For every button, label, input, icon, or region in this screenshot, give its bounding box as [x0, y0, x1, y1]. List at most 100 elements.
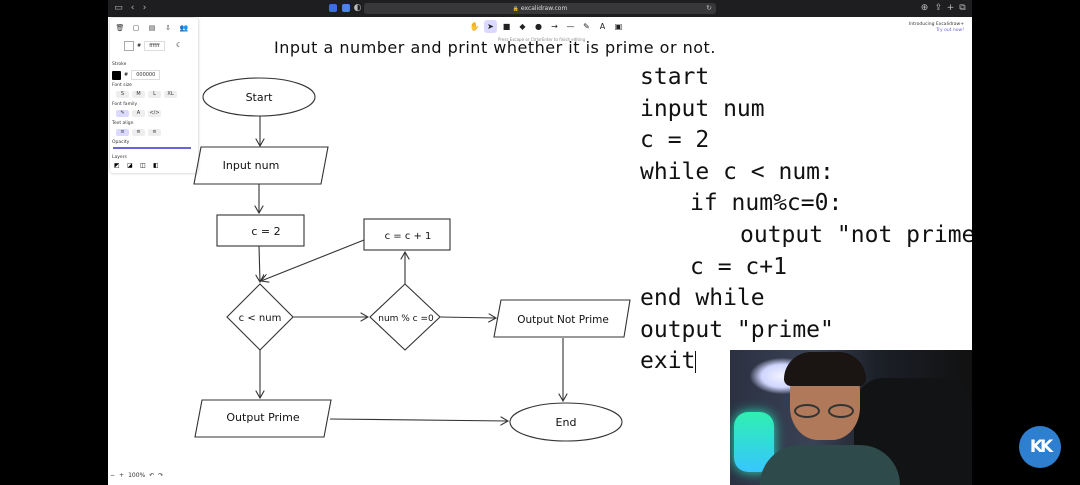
share-icon[interactable]: ⇪	[934, 3, 943, 13]
pseudocode-block[interactable]: start input num c = 2 while c < num: if …	[640, 62, 972, 378]
init-rect[interactable]	[216, 214, 305, 247]
font-family-options: ✎A</>	[116, 110, 161, 117]
stroke-color-swatch[interactable]	[112, 70, 121, 80]
tab-favicon-icon[interactable]	[342, 4, 350, 12]
arrow-tool-icon[interactable]: →	[551, 22, 558, 31]
font-family-label: Font family	[112, 102, 138, 107]
font-size-option[interactable]: S	[116, 91, 129, 98]
text-align-label: Text align	[112, 121, 134, 126]
init-label: c = 2	[251, 225, 280, 238]
stroke-hex-input[interactable]: 000000	[131, 70, 161, 80]
stroke-label: Stroke	[112, 62, 127, 67]
back-icon[interactable]: ‹	[130, 3, 135, 13]
modcheck-diamond[interactable]	[369, 283, 441, 351]
font-family-option[interactable]: ✎	[116, 110, 129, 117]
background-swatch[interactable]	[124, 41, 134, 51]
text-align-option[interactable]: ≡	[148, 129, 161, 136]
background-hex-input[interactable]: ffffff	[144, 41, 165, 51]
font-size-label: Font size	[112, 83, 132, 88]
end-ellipse[interactable]	[509, 402, 623, 442]
reload-icon[interactable]: ↻	[706, 4, 712, 12]
font-family-option[interactable]: A	[132, 110, 145, 117]
new-tab-icon[interactable]: +	[946, 3, 955, 13]
address-bar[interactable]: 🔒excalidraw.com ↻	[364, 3, 716, 14]
person-shirt	[760, 445, 900, 485]
start-ellipse[interactable]	[202, 77, 316, 117]
text-tool-icon[interactable]: A	[599, 22, 606, 31]
code-line: c = 2	[640, 127, 710, 154]
person-hair	[784, 352, 866, 386]
opacity-label: Opacity	[112, 140, 130, 145]
increment-label: c = c + 1	[385, 231, 432, 242]
collaborate-icon[interactable]: 👥	[179, 24, 189, 32]
zoom-level[interactable]: 100%	[128, 472, 146, 479]
webcam-overlay	[730, 350, 972, 485]
code-line: if num%c=0:	[690, 190, 843, 217]
prime-label: Output Prime	[226, 411, 299, 424]
browser-toolbar: ▭ ‹ › ◐ 🔒excalidraw.com ↻ ⊕ ⇪ + ⧉	[108, 0, 972, 17]
lock-icon: 🔒	[512, 6, 519, 12]
shield-icon[interactable]: ◐	[353, 3, 362, 13]
undo-button[interactable]: ↶	[149, 472, 155, 479]
arrow-init-condition[interactable]	[259, 245, 260, 282]
tab-favicon-icon[interactable]	[329, 4, 337, 12]
increment-rect[interactable]	[363, 218, 451, 251]
canvas-background-row: # ffffff	[124, 41, 165, 51]
zoom-controls: − + 100% ↶ ↷	[110, 472, 163, 479]
font-size-option[interactable]: M	[132, 91, 145, 98]
send-to-back-icon[interactable]: ◩	[114, 162, 120, 169]
start-label: Start	[246, 91, 274, 104]
save-icon[interactable]: ▤	[148, 24, 156, 32]
stroke-row: # 000000	[112, 70, 161, 80]
bring-to-front-icon[interactable]: ◧	[153, 162, 159, 169]
send-backward-icon[interactable]: ◪	[127, 162, 133, 169]
zoom-in-button[interactable]: +	[119, 472, 125, 479]
font-size-option[interactable]: L	[148, 91, 161, 98]
end-label: End	[556, 416, 577, 429]
input-parallelogram[interactable]	[193, 146, 329, 185]
code-line: start	[640, 64, 710, 90]
forward-icon[interactable]: ›	[142, 3, 147, 13]
excalidraw-window: ▭ ‹ › ◐ 🔒excalidraw.com ↻ ⊕ ⇪ + ⧉ ✋ ➤ ■ ◆ ● →…	[108, 0, 972, 485]
text-cursor	[695, 350, 697, 373]
dark-mode-icon[interactable]: ☾	[176, 41, 183, 49]
zoom-out-button[interactable]: −	[110, 472, 116, 479]
text-align-options: ≡≡≡	[116, 129, 161, 136]
input-label: Input num	[223, 159, 280, 172]
hash-symbol: #	[124, 72, 129, 78]
arrow-prime-end[interactable]	[329, 419, 508, 421]
text-align-option[interactable]: ≡	[132, 129, 145, 136]
font-family-option[interactable]: </>	[148, 110, 161, 117]
opacity-slider[interactable]	[113, 147, 191, 149]
selection-tool-icon[interactable]: ➤	[484, 20, 497, 33]
text-align-option[interactable]: ≡	[116, 129, 129, 136]
not-prime-parallelogram[interactable]	[493, 299, 631, 338]
library-tool-icon[interactable]: ▣	[614, 22, 623, 31]
promo-link[interactable]: Try out now!	[936, 28, 964, 33]
sidebar-toggle-icon[interactable]: ▭	[114, 3, 123, 13]
code-line: output "not prime"	[740, 221, 972, 248]
export-icon[interactable]: ⇩	[165, 24, 171, 32]
prime-parallelogram[interactable]	[194, 399, 332, 438]
ellipse-tool-icon[interactable]: ●	[535, 22, 542, 31]
diamond-tool-icon[interactable]: ◆	[519, 22, 526, 31]
arrow-modcheck-notprime[interactable]	[439, 317, 496, 318]
pencil-tool-icon[interactable]: ✎	[583, 22, 590, 31]
not-prime-label: Output Not Prime	[517, 314, 609, 326]
font-size-option[interactable]: XL	[164, 91, 177, 98]
bring-forward-icon[interactable]: ◫	[140, 162, 146, 169]
line-tool-icon[interactable]: —	[566, 22, 575, 31]
arrow-increment-condition[interactable]	[261, 239, 365, 281]
trash-icon[interactable]: 🗑	[115, 24, 125, 32]
hand-tool-icon[interactable]: ✋	[469, 22, 480, 31]
channel-logo: KK	[1019, 426, 1061, 468]
download-icon[interactable]: ⊕	[920, 3, 929, 13]
open-icon[interactable]: ▢	[132, 24, 140, 32]
canvas-title[interactable]: Input a number and print whether it is p…	[274, 38, 716, 57]
promo-banner[interactable]: Introducing Excalidraw+ Try out now!	[909, 22, 964, 34]
redo-button[interactable]: ↷	[158, 472, 164, 479]
main-menu-row: 🗑 ▢ ▤ ⇩ 👥	[114, 22, 190, 34]
tab-overview-icon[interactable]: ⧉	[959, 3, 966, 13]
modcheck-label: num % c =0	[378, 314, 434, 324]
rectangle-tool-icon[interactable]: ■	[502, 22, 511, 31]
